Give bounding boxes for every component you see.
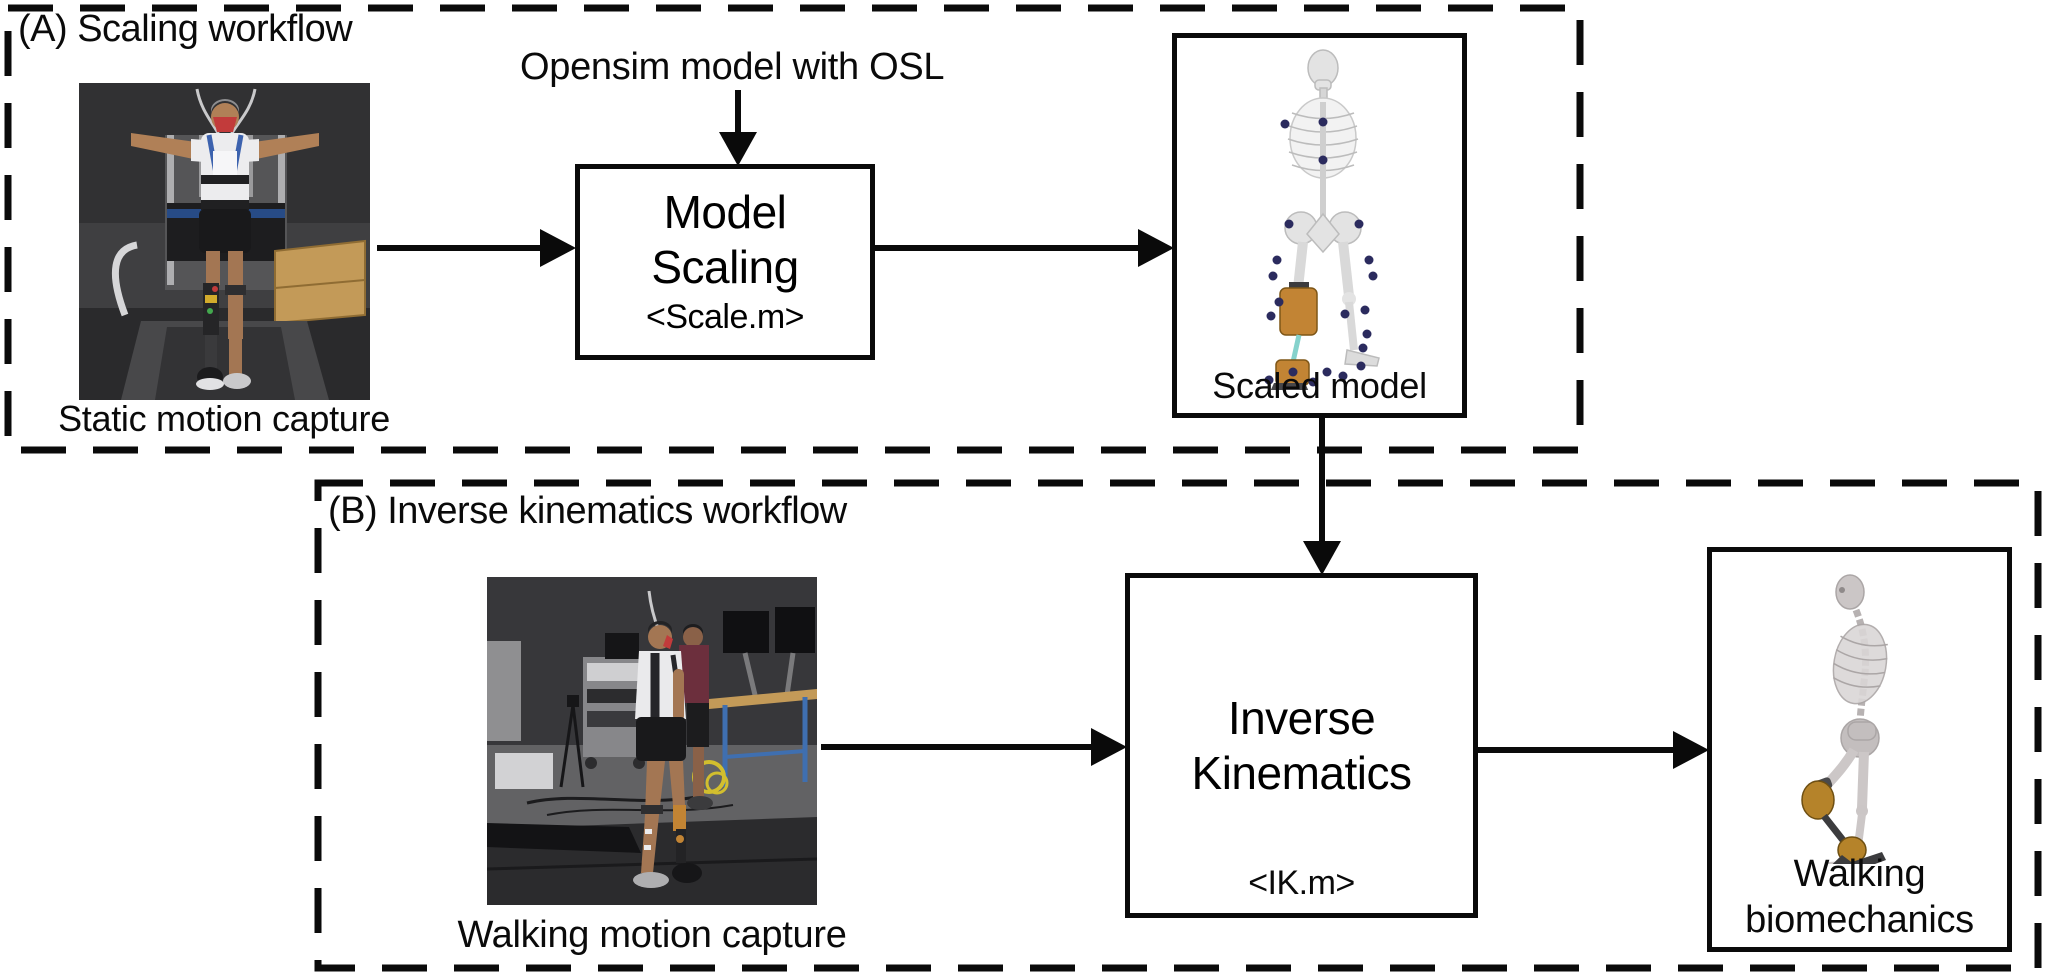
scaled-model-caption: Scaled model [1212,365,1427,406]
section-b-dashed-border [314,479,2042,972]
ik-script: <IK.m> [1248,864,1355,902]
model-scaling-line2: Scaling [651,241,799,293]
inverse-kinematics-box: Inverse Kinematics <IK.m> [1125,573,1478,918]
arrow-ik-to-biomechanics [1478,731,1709,769]
model-scaling-box: Model Scaling <Scale.m> [575,164,875,360]
section-b-title: (B) Inverse kinematics workflow [328,490,847,532]
arrow-static-to-scaling [377,229,576,267]
arrow-walking-to-ik [821,728,1127,766]
walking-biomechanics-caption: Walking biomechanics [1712,851,2007,943]
opensim-input-label: Opensim model with OSL [520,46,945,88]
prosthetic-leg-side [1801,777,1886,888]
static-motion-capture-photo [79,83,370,400]
walking-photo-illustration [487,577,817,905]
ik-line2: Kinematics [1191,746,1412,799]
arrow-scaling-to-scaledmodel [875,229,1174,267]
walking-biomechanics-caption-line2: biomechanics [1745,899,1974,941]
walking-photo-caption: Walking motion capture [457,914,847,956]
static-photo-illustration [79,83,370,400]
model-scaling-script: <Scale.m> [645,298,805,336]
model-scaling-line1: Model [663,186,787,238]
ik-line1: Inverse [1227,691,1376,744]
scaled-model-skeleton [1264,49,1380,394]
scaled-model-box: Scaled model [1172,33,1467,418]
arrow-opensim-to-scaling [719,90,757,166]
walking-biomechanics-box: Walking biomechanics [1707,547,2012,952]
motion-capture-markers [1264,117,1378,387]
section-a-title: (A) Scaling workflow [18,8,353,50]
walking-motion-capture-photo [487,577,817,905]
static-photo-caption: Static motion capture [58,398,390,439]
walking-biomechanics-caption-line1: Walking [1793,853,1926,895]
arrow-scaledmodel-to-ik [1303,418,1341,575]
prosthetic-leg [1269,282,1318,394]
walking-biomechanics-skeleton [1801,574,1888,888]
